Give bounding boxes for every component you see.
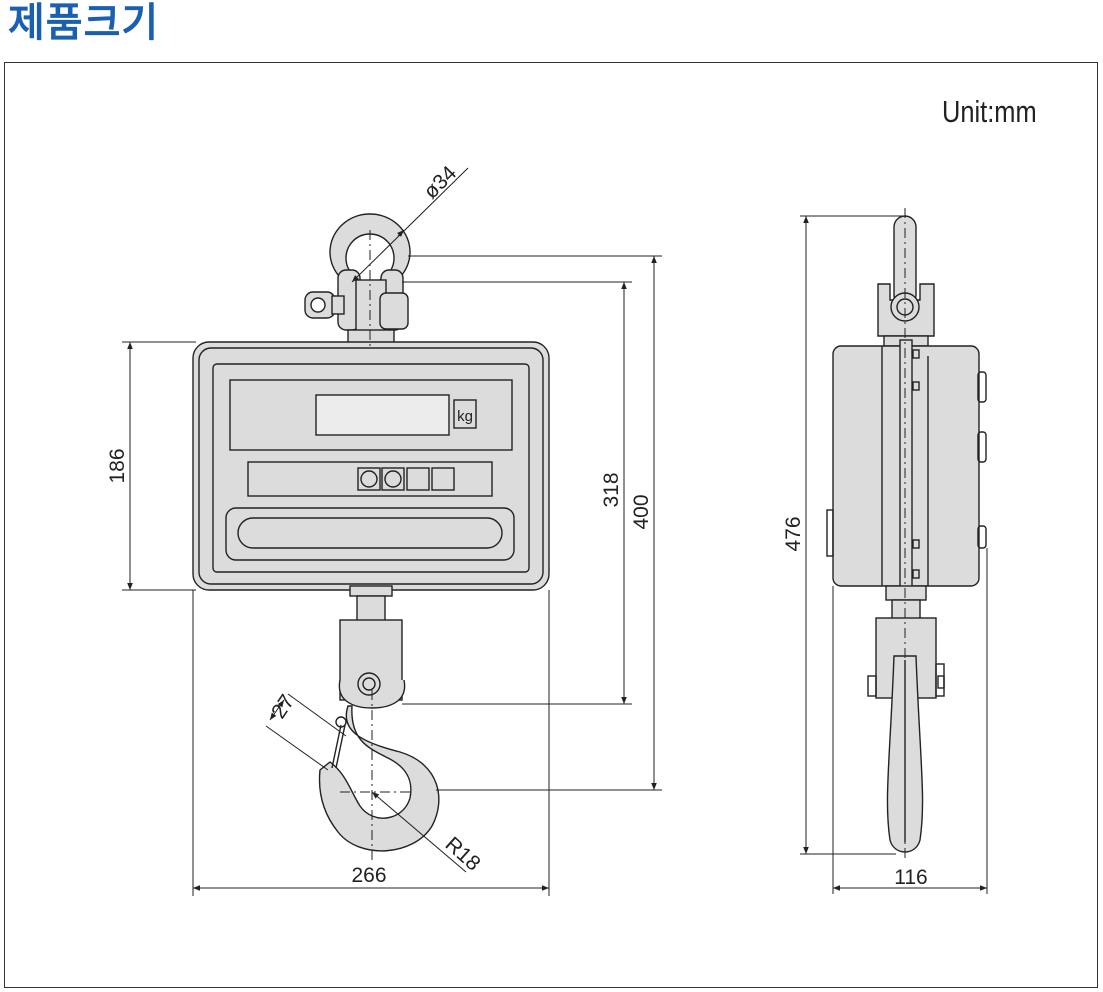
scale-body (192, 341, 550, 591)
front-dimensions (122, 167, 662, 896)
display-unit-label: kg (457, 408, 473, 425)
unit-label: Unit:mm (942, 94, 1037, 129)
page-title: 제품크기 (8, 0, 160, 46)
front-view (192, 213, 550, 860)
side-top-hanger (877, 215, 935, 347)
depth-label: 116 (894, 866, 927, 889)
side-body (826, 339, 987, 593)
width-label: 266 (351, 864, 386, 887)
side-view (826, 208, 987, 860)
side-dimensions (800, 215, 988, 894)
hook-radius-label: R18 (441, 833, 485, 876)
shackle (304, 213, 411, 345)
total-front-label: 400 (630, 494, 653, 529)
eye-to-hook-label: 318 (600, 472, 623, 507)
drawing-frame (4, 62, 1098, 988)
body-height-label: 186 (106, 448, 129, 483)
side-hook (867, 585, 945, 853)
total-height-label: 476 (782, 516, 805, 551)
hook-assembly (318, 585, 440, 852)
shackle-diameter-label: ø34 (419, 161, 461, 203)
